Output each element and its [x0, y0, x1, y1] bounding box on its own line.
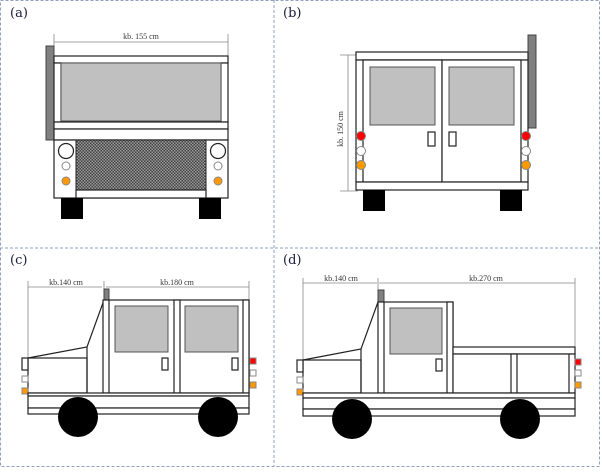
- roof-bar: [53, 55, 229, 64]
- door-handle: [427, 131, 436, 147]
- dimension-height: kb. 150 cm: [336, 54, 358, 192]
- door-handle: [448, 131, 457, 147]
- turn-signal-right: [213, 176, 223, 186]
- wheel: [198, 397, 238, 437]
- panel-d-side-view: (d) kb.140 cm kb.270 cm: [283, 253, 582, 439]
- panel-c-label: (c): [10, 253, 27, 268]
- dimension-label: kb. 150 cm: [336, 110, 345, 147]
- mirror: [527, 34, 537, 129]
- side-window: [114, 305, 169, 353]
- tail-light: [521, 131, 531, 141]
- headlight-left: [57, 142, 75, 160]
- panel-d-label: (d): [283, 253, 301, 268]
- windshield: [60, 62, 222, 122]
- panel-b-label: (b): [283, 6, 301, 21]
- door-handle: [435, 358, 443, 372]
- door-handle: [161, 357, 169, 371]
- wheel: [61, 198, 83, 219]
- wheel: [500, 190, 522, 211]
- wheel: [199, 198, 221, 219]
- wheel: [58, 397, 98, 437]
- tail-light: [356, 131, 366, 141]
- side-window: [184, 305, 239, 353]
- wheel: [363, 190, 385, 211]
- mirror: [45, 45, 55, 141]
- dimension-label: kb. 155 cm: [123, 32, 160, 41]
- hood: [302, 359, 362, 394]
- door-handle: [231, 357, 239, 371]
- panel-c-side-view: (c) kb.140 cm kb.180 cm: [10, 253, 257, 437]
- hood: [27, 357, 88, 394]
- headlight-right: [209, 142, 227, 160]
- panel-b-rear-view: (b) kb. 150 cm: [283, 6, 537, 211]
- dimension-width: kb. 155 cm: [53, 32, 229, 56]
- panel-a-front-view: (a) kb. 155 cm: [10, 6, 229, 219]
- dimension-rear-label: kb.180 cm: [160, 278, 195, 287]
- exhaust-stack: [377, 289, 385, 303]
- wheel: [332, 399, 372, 439]
- panel-a-label: (a): [10, 6, 28, 21]
- turn-signal-left: [61, 176, 71, 186]
- dimension-front-label: kb.140 cm: [324, 274, 359, 283]
- bed-rail: [452, 346, 576, 355]
- dimension-front-label: kb.140 cm: [49, 278, 84, 287]
- dimension-rear-label: kb.270 cm: [469, 274, 504, 283]
- exhaust-stack: [103, 288, 110, 301]
- wheel: [500, 399, 540, 439]
- grille: [75, 139, 207, 191]
- side-window: [389, 307, 443, 355]
